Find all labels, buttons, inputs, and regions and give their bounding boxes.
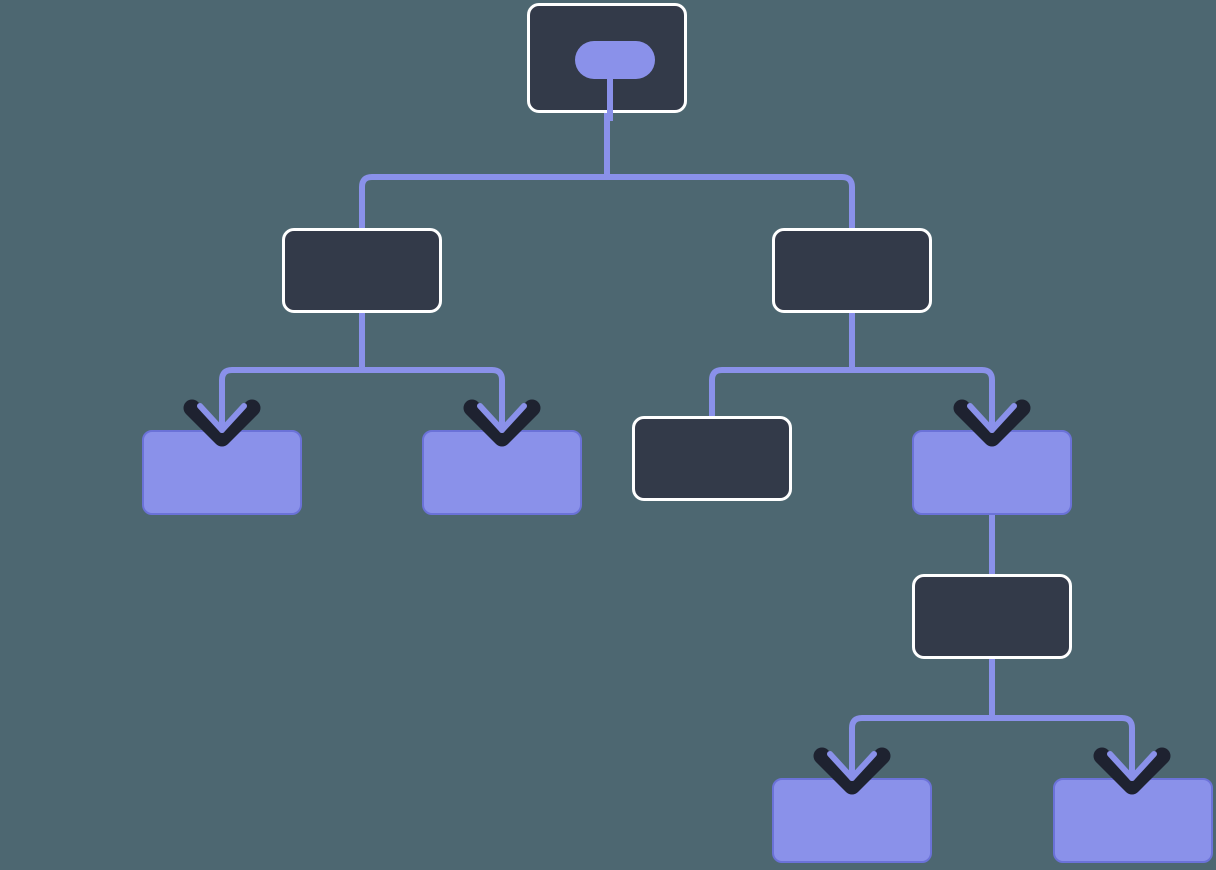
- node-l5-a[interactable]: [772, 778, 932, 863]
- edge[interactable]: [989, 651, 1135, 783]
- node-l3-c[interactable]: [632, 416, 792, 501]
- edge[interactable]: [709, 305, 855, 421]
- node-l3-b[interactable]: [422, 430, 582, 515]
- edge[interactable]: [849, 305, 995, 435]
- edge[interactable]: [604, 105, 855, 253]
- node-l2-right[interactable]: [772, 228, 932, 313]
- node-root[interactable]: [527, 3, 687, 121]
- edge[interactable]: [219, 305, 365, 435]
- edge[interactable]: [849, 651, 995, 783]
- node-l5-b[interactable]: [1053, 778, 1213, 863]
- node-root-inner-pill[interactable]: [575, 41, 655, 79]
- node-l4[interactable]: [912, 574, 1072, 659]
- node-root-inner-stem: [607, 76, 613, 121]
- node-l3-a[interactable]: [142, 430, 302, 515]
- node-l2-left[interactable]: [282, 228, 442, 313]
- node-l3-d[interactable]: [912, 430, 1072, 515]
- edge[interactable]: [359, 305, 505, 435]
